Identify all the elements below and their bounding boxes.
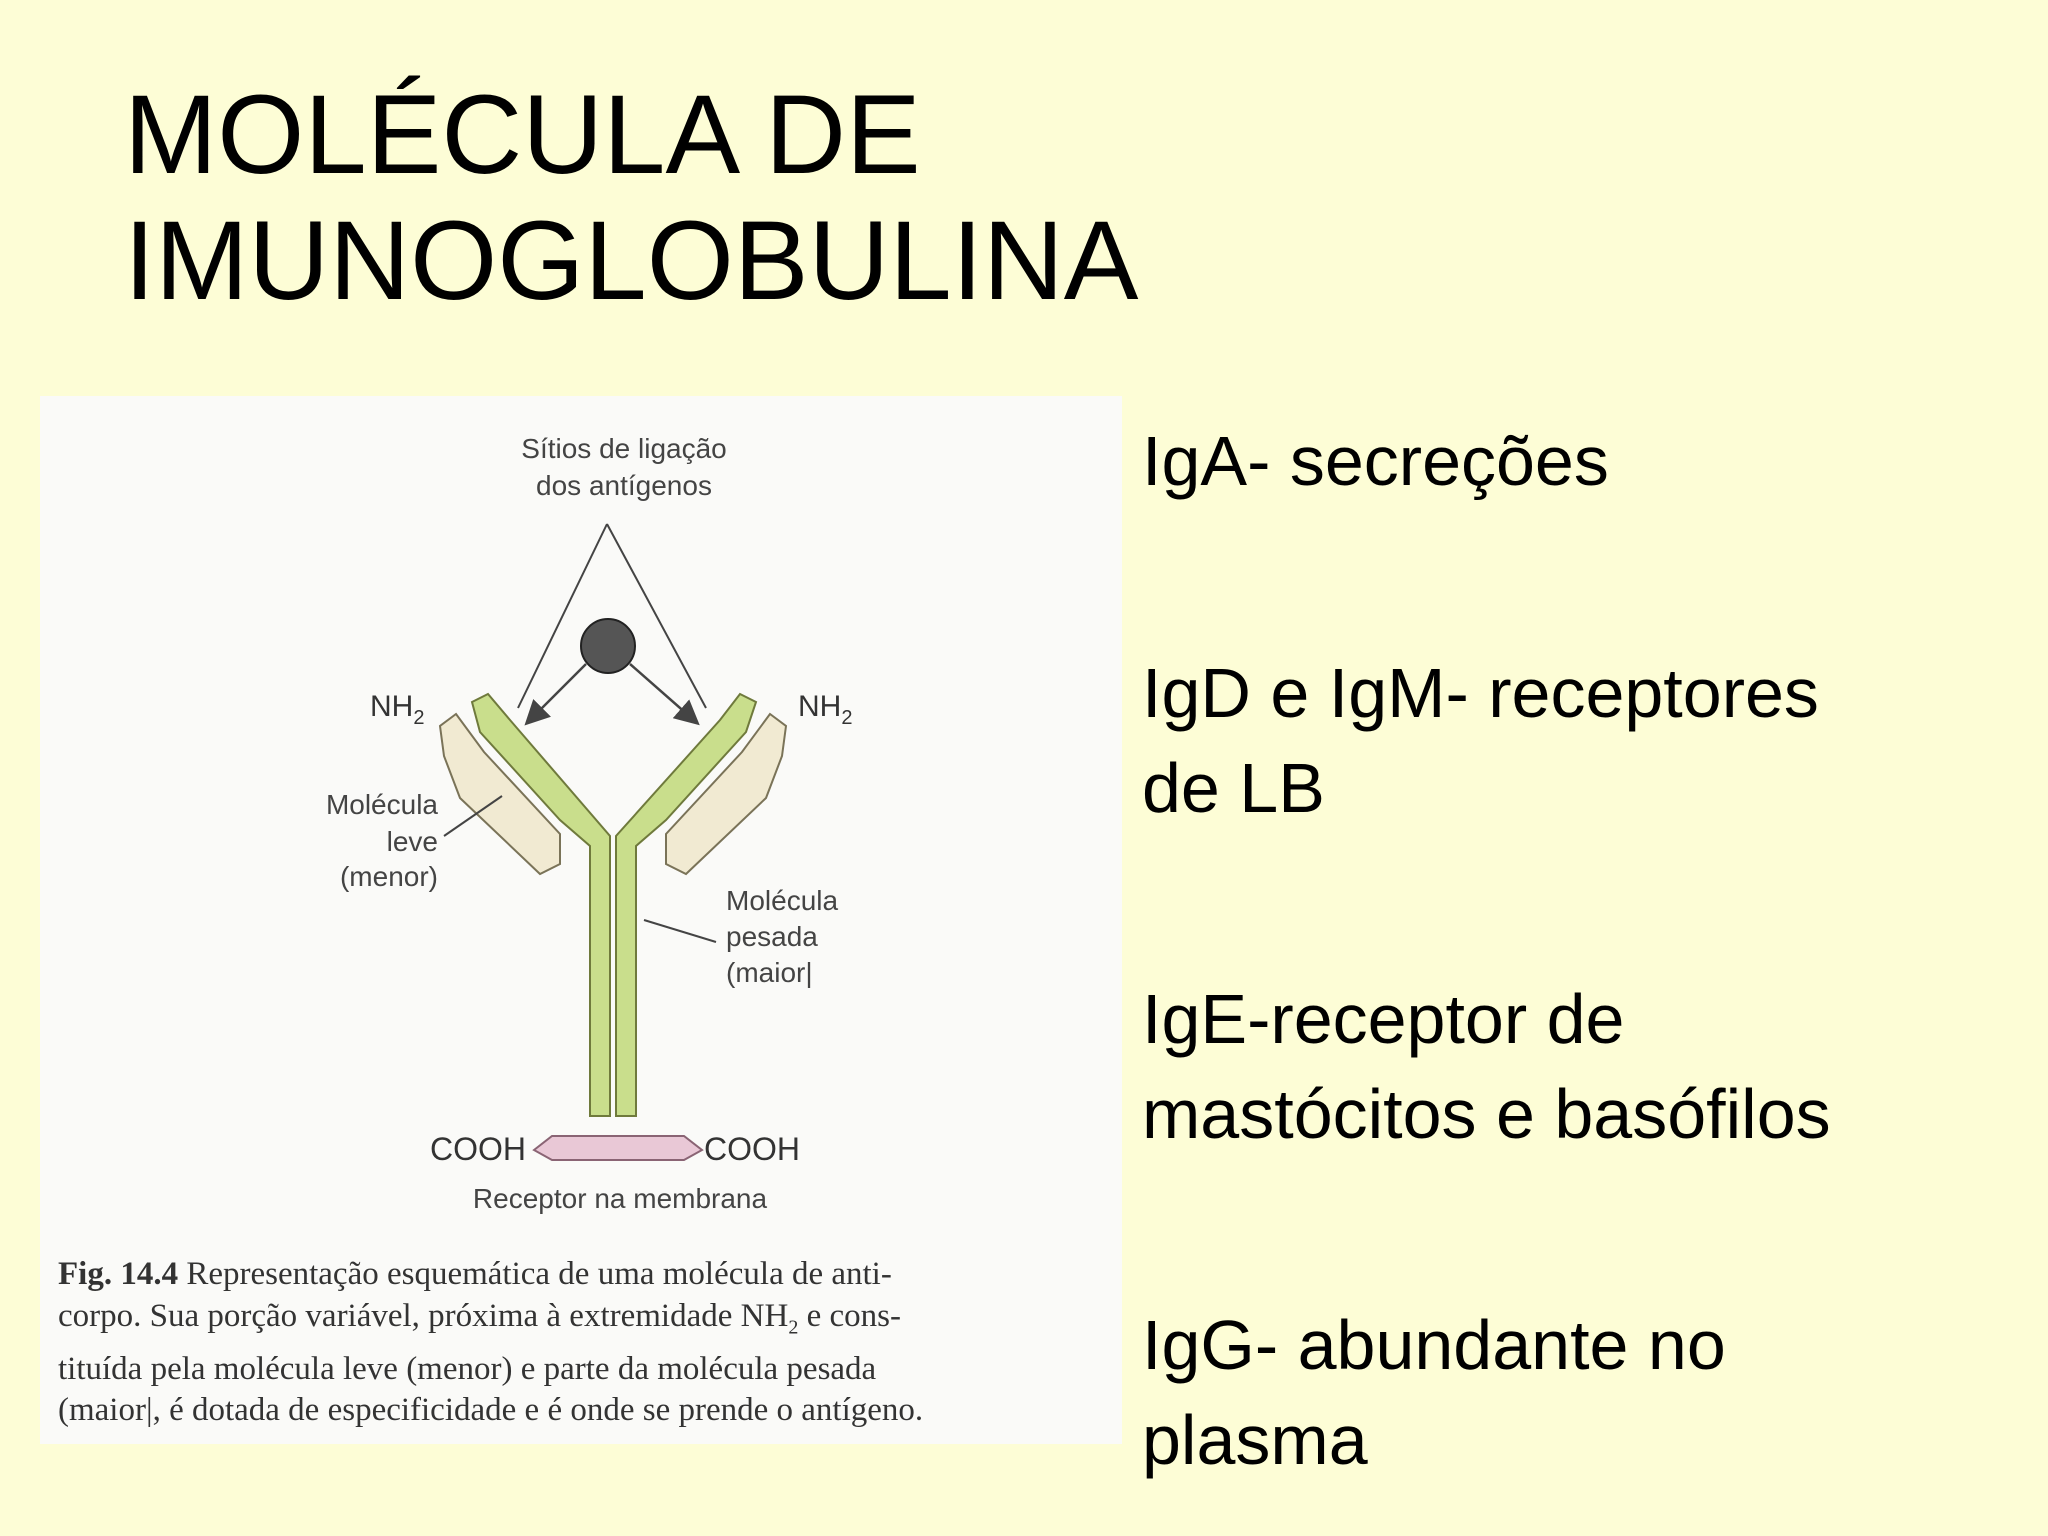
membrane-receptor-label: Receptor na membrana [473, 1183, 768, 1214]
figure-caption: Fig. 14.4 Representação esquemática de u… [58, 1254, 1118, 1432]
antigen-arrow-left [524, 663, 587, 726]
caption-line-2-text-a: corpo. Sua porção variável, próxima à ex… [58, 1297, 789, 1334]
binding-site-pointer-left [517, 523, 608, 709]
iga-line-1: IgA- secreções [1142, 422, 1609, 500]
caption-line-4: (maior|, é dotada de especificidade e é … [58, 1392, 924, 1429]
caption-line-3: tituída pela molécula leve (menor) e par… [58, 1350, 877, 1387]
heavy-chain [470, 692, 758, 1117]
heavy-chain-label-line-3: (maior| [726, 957, 813, 988]
caption-line-1-text: Representação esquemática de uma molécul… [178, 1256, 892, 1292]
heavy-chain-pointer [643, 919, 717, 943]
slide-title-line-1: MOLÉCULA DE [124, 72, 921, 197]
caption-line-2-text-b: e cons- [798, 1297, 901, 1334]
light-chain-label-line-3: (menor) [340, 861, 438, 892]
binding-site-pointer-right [606, 523, 707, 709]
nh2-left-label: NH2 [370, 690, 424, 729]
light-chain-pointer [443, 795, 503, 837]
membrane-receptor-bar [532, 1135, 704, 1161]
slide-title-line-2: IMUNOGLOBULINA [124, 198, 1139, 323]
light-chain-label-line-2: leve [387, 826, 438, 857]
igd-igm-line-2: de LB [1142, 749, 1325, 827]
antibody-figure: Sítios de ligação dos antígenos NH2 NH2 … [40, 396, 1122, 1444]
cooh-left-label: COOH [430, 1131, 526, 1167]
immunoglobulin-type-iga: IgA- secreções [1142, 414, 1609, 509]
igd-igm-line-1: IgD e IgM- receptores [1142, 654, 1819, 732]
caption-line-2-subscript: 2 [788, 1316, 799, 1339]
heavy-chain-label-line-1: Molécula [726, 885, 838, 916]
ige-line-2: mastócitos e basófilos [1142, 1075, 1831, 1153]
immunoglobulin-type-ige: IgE-receptor de mastócitos e basófilos [1142, 972, 1831, 1162]
ige-line-1: IgE-receptor de [1142, 980, 1625, 1058]
nh2-right-label: NH2 [798, 690, 852, 729]
slide-title: MOLÉCULA DE IMUNOGLOBULINA [124, 72, 1138, 324]
binding-sites-label-line-2: dos antígenos [536, 470, 712, 501]
immunoglobulin-type-igd-igm: IgD e IgM- receptores de LB [1142, 646, 1819, 836]
antibody-diagram: Sítios de ligação dos antígenos NH2 NH2 … [326, 433, 853, 1214]
igg-line-1: IgG- abundante no [1142, 1306, 1726, 1384]
light-chain-label-line-1: Molécula [326, 789, 438, 820]
light-chain [438, 712, 788, 876]
immunoglobulin-type-igg: IgG- abundante no plasma [1142, 1298, 1726, 1488]
caption-figure-label: Fig. 14.4 [58, 1256, 179, 1292]
igg-line-2: plasma [1142, 1401, 1368, 1479]
antigen-circle [580, 618, 636, 674]
binding-sites-label-line-1: Sítios de ligação [521, 433, 726, 464]
caption-line-2: corpo. Sua porção variável, próxima à ex… [58, 1296, 1118, 1349]
heavy-chain-label-line-2: pesada [726, 921, 818, 952]
cooh-right-label: COOH [704, 1131, 800, 1167]
caption-line-1: Fig. 14.4 Representação esquemática de u… [58, 1254, 1118, 1296]
antigen-arrow-right [629, 663, 700, 726]
